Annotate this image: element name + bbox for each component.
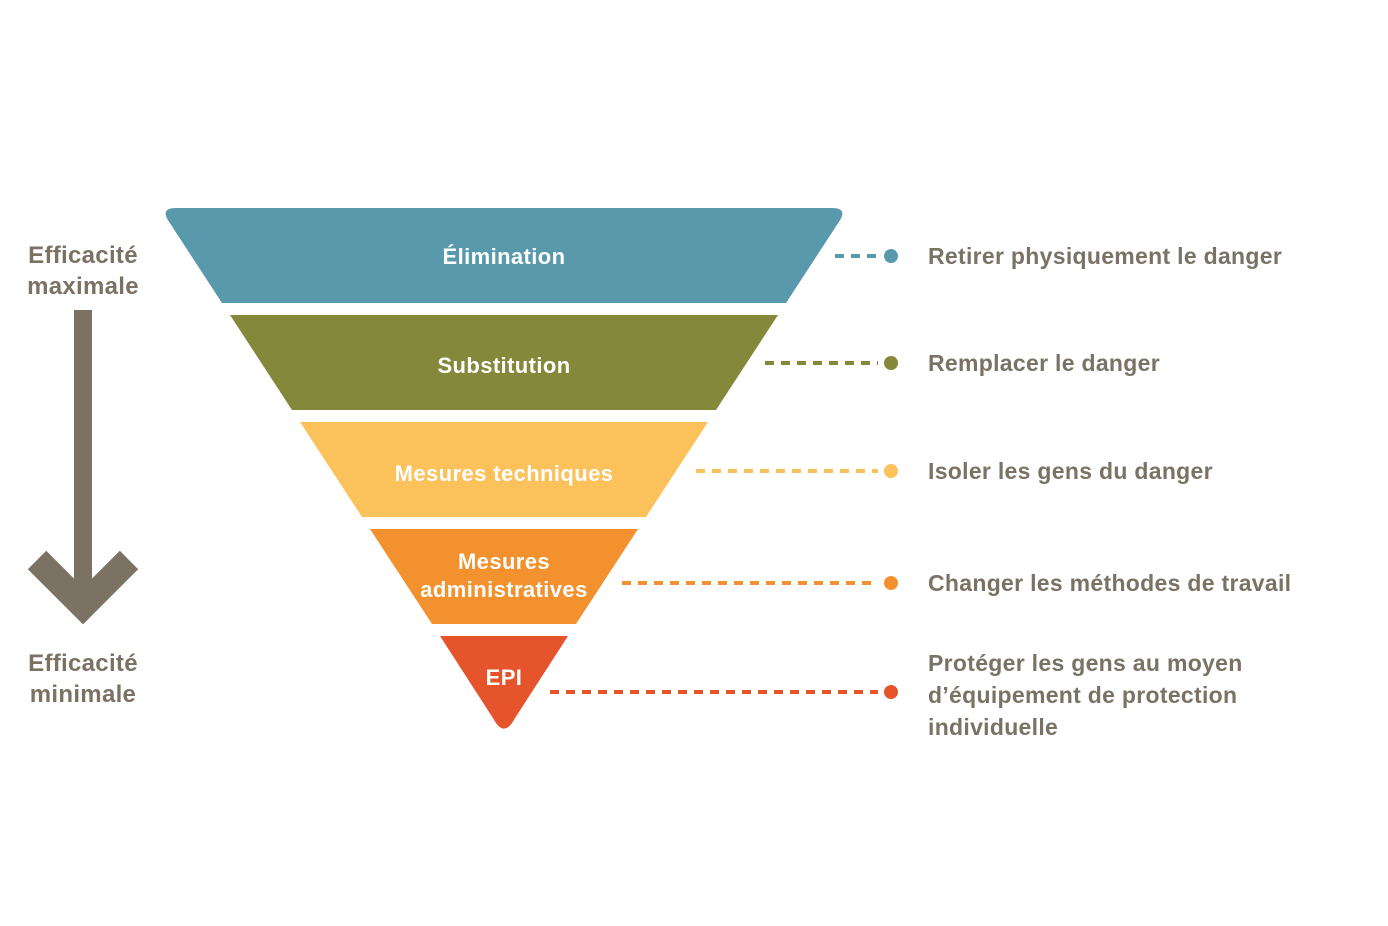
tier-shape-substitution <box>230 315 778 410</box>
connector-dot-epi <box>884 685 898 699</box>
tier-shape-mesures-techniques <box>300 422 708 517</box>
tier-label-mesures-administratives: Mesures administratives <box>420 549 588 602</box>
tier-shape-epi <box>440 636 568 729</box>
connector-dot-mesures-techniques <box>884 464 898 478</box>
tier-description-mesures-administratives: Changer les méthodes de travail <box>928 570 1292 596</box>
tier-shape-elimination <box>165 208 843 303</box>
tier-label-substitution: Substitution <box>437 353 571 378</box>
tier-label-mesures-techniques: Mesures techniques <box>394 461 614 486</box>
tier-description-mesures-techniques: Isoler les gens du danger <box>928 458 1213 484</box>
tier-description-epi: Protéger les gens au moyen d’équipement … <box>928 650 1243 740</box>
connector-dot-substitution <box>884 356 898 370</box>
tier-shape-mesures-administratives <box>370 529 638 624</box>
efficacy-min-label: Efficacité minimale <box>28 650 138 708</box>
tier-description-elimination: Retirer physiquement le danger <box>928 243 1283 269</box>
efficacy-max-label: Efficacité maximale <box>27 242 139 300</box>
connector-dot-elimination <box>884 249 898 263</box>
tier-label-elimination: Élimination <box>442 244 566 269</box>
tier-label-epi: EPI <box>485 665 523 690</box>
tier-description-substitution: Remplacer le danger <box>928 350 1160 376</box>
connector-dot-mesures-administratives <box>884 576 898 590</box>
down-arrow-head-icon <box>27 550 139 625</box>
